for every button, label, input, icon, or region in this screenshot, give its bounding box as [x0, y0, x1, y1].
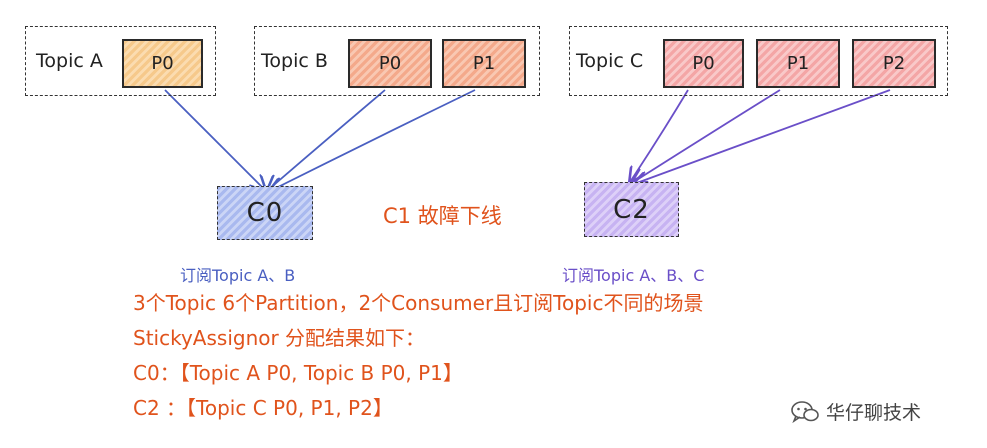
- partition-label: P1: [786, 53, 810, 74]
- topic-b-partition-p0: P0: [348, 39, 432, 88]
- topic-a-group: [25, 26, 216, 96]
- summary-c2-result: C2 ：【Topic C P0, P1, P2】: [133, 396, 393, 420]
- consumer-c2-label: C2: [613, 194, 650, 225]
- partition-label: P2: [882, 53, 906, 74]
- topic-c-group: [569, 26, 948, 96]
- consumer-c0-subscription: 订阅Topic A、B: [180, 266, 296, 285]
- assignment-summary: 3个Topic 6个Partition，2个Consumer且订阅Topic不同…: [133, 286, 703, 426]
- watermark-text: 华仔聊技术: [826, 402, 922, 424]
- topic-b-group: [254, 26, 540, 96]
- arrow-topic-a-p0-to-c0: [164, 89, 265, 190]
- arrow-topic-c-p1-to-c2: [632, 89, 781, 183]
- arrow-topic-b-p1-to-c0: [270, 89, 476, 191]
- arrow-topic-c-p2-to-c2: [634, 89, 891, 184]
- topic-a-partition-p0: P0: [122, 39, 203, 88]
- summary-c0-result: C0：【Topic A P0, Topic B P0, P1】: [133, 361, 463, 385]
- watermark: 华仔聊技术: [790, 398, 921, 425]
- partition-label: P0: [692, 53, 715, 74]
- topic-b-partition-p1: P1: [442, 39, 526, 88]
- topic-c-partition-p2: P2: [852, 39, 936, 88]
- topic-c-partition-p1: P1: [756, 39, 840, 88]
- summary-scenario: 3个Topic 6个Partition，2个Consumer且订阅Topic不同…: [133, 291, 704, 315]
- topic-c-partition-p0: P0: [663, 39, 744, 88]
- partition-label: P1: [472, 53, 496, 74]
- consumer-c0-label: C0: [246, 198, 284, 228]
- partition-label: P0: [378, 53, 402, 74]
- topic-a-label: Topic A: [36, 50, 103, 72]
- consumer-c0: C0: [217, 186, 313, 240]
- arrow-topic-b-p0-to-c0: [268, 89, 386, 190]
- c1-offline-note: C1 故障下线: [383, 204, 502, 228]
- consumer-c2-subscription: 订阅Topic A、B、C: [562, 266, 705, 285]
- partition-label: P0: [151, 53, 174, 74]
- consumer-c2: C2: [584, 182, 679, 237]
- topic-c-label: Topic C: [576, 50, 644, 72]
- topic-b-label: Topic B: [261, 50, 328, 72]
- summary-heading: StickyAssignor 分配结果如下：: [133, 326, 426, 350]
- wechat-icon: [791, 400, 819, 423]
